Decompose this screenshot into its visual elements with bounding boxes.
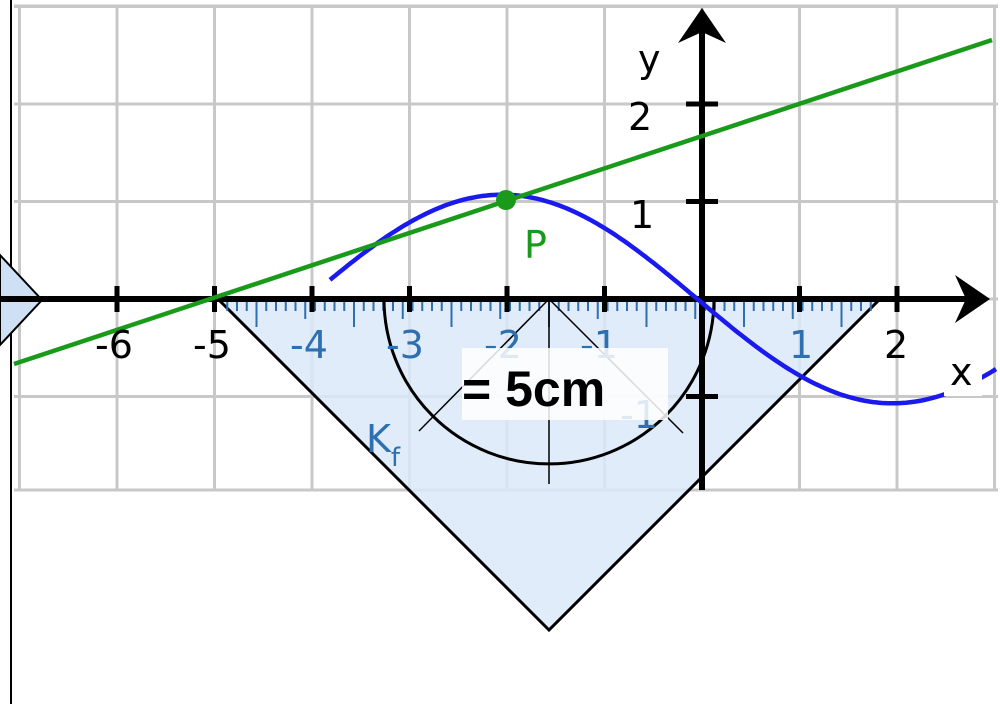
x-tick-label: 2 [884, 323, 908, 367]
measurement-label: = 5cm [462, 361, 605, 417]
x-axis-label: x [950, 350, 973, 394]
y-tick-label: 2 [628, 95, 652, 139]
y-axis-label: y [638, 37, 661, 81]
x-tick-label: -5 [193, 323, 231, 367]
x-axis-label-background [944, 352, 982, 396]
curve-label: Kf [366, 417, 401, 473]
point-p-label: P [524, 223, 547, 267]
curve-label-main: K [366, 417, 392, 461]
x-axis-arrow-icon [955, 275, 990, 323]
x-tick-label: -6 [95, 323, 133, 367]
x-tick-label: -4 [290, 323, 328, 367]
measurement-background [462, 348, 668, 420]
coordinate-axes [0, 8, 990, 490]
curve-label-subscript: f [391, 443, 401, 473]
y-axis-arrow-icon [678, 8, 726, 43]
function-curve [328, 192, 998, 406]
point-p [496, 190, 516, 210]
x-tick-label: -3 [386, 323, 424, 367]
y-tick-label: 1 [630, 193, 654, 237]
x-tick-label: 1 [789, 323, 813, 367]
